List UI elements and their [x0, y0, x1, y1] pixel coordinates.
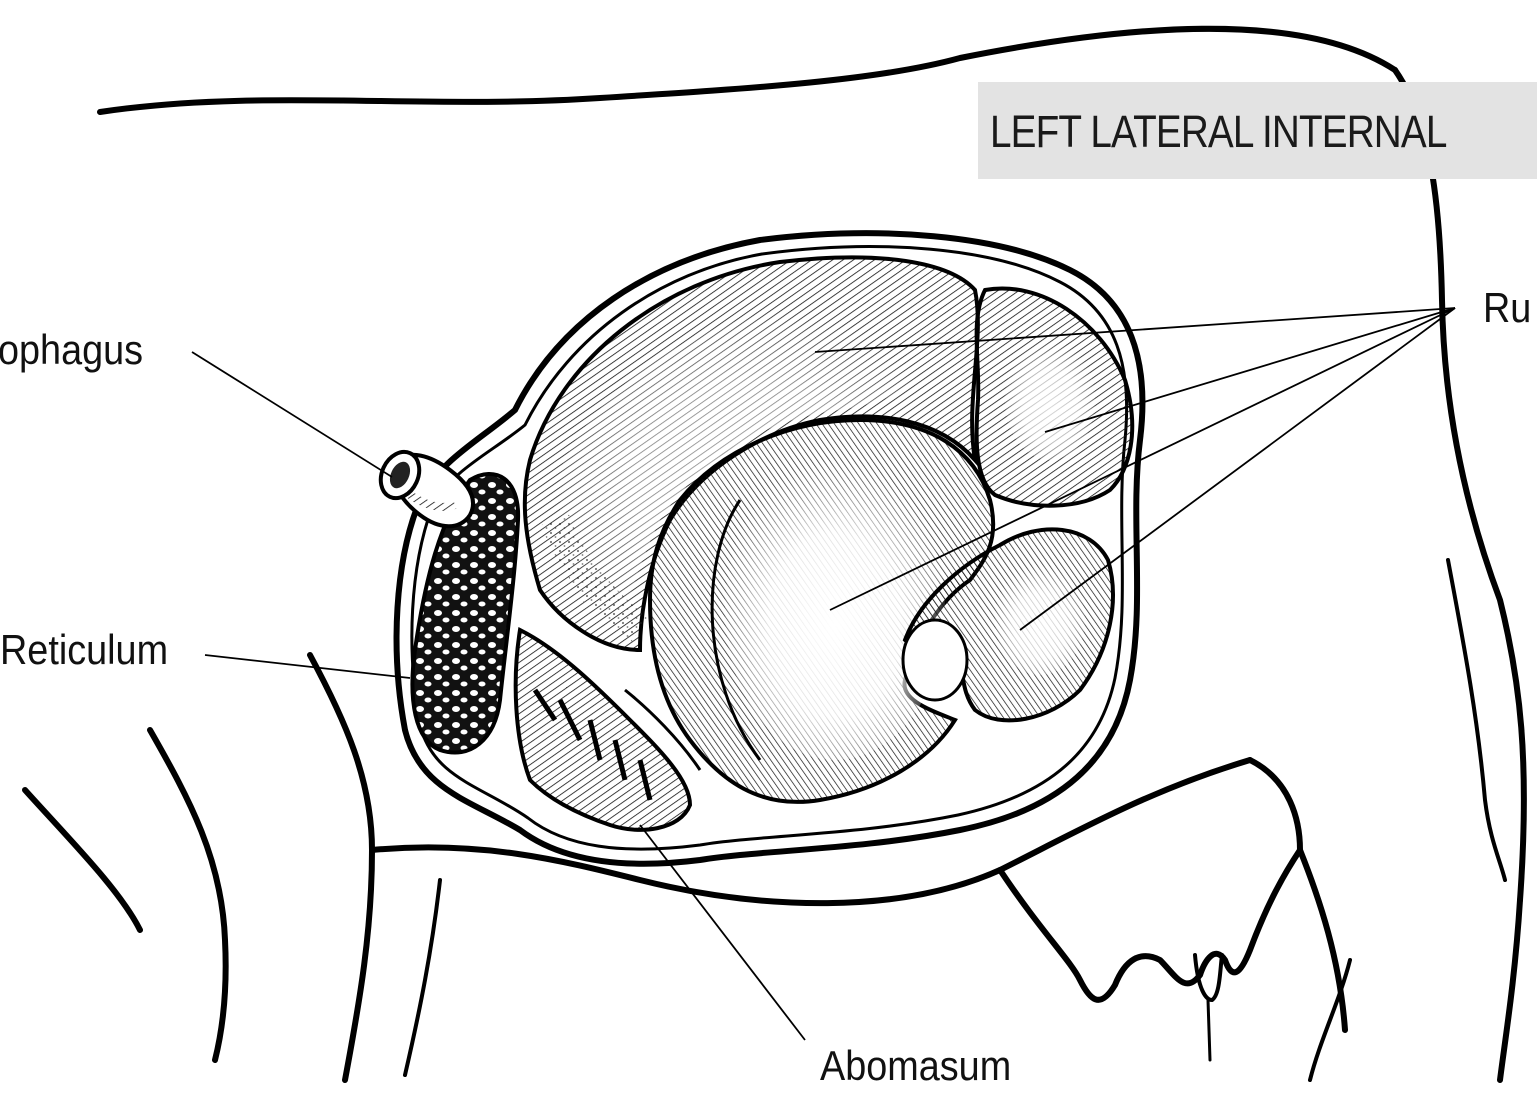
front-leg-3	[25, 790, 140, 930]
udder	[1000, 850, 1300, 1000]
tail-strand	[1448, 560, 1505, 880]
label-esophagus: ophagus	[0, 326, 143, 374]
label-rumen: Ru	[1483, 284, 1531, 332]
front-leg-2	[150, 730, 226, 1060]
front-leg-4	[405, 880, 440, 1075]
leader-esophagus	[192, 352, 392, 477]
label-abomasum: Abomasum	[820, 1042, 1011, 1090]
teat-stem	[1208, 1000, 1210, 1060]
tail-line	[1500, 900, 1520, 1080]
leader-reticulum	[205, 655, 410, 678]
front-leg-1	[310, 655, 372, 1080]
diagram-title: LEFT LATERAL INTERNAL	[990, 106, 1447, 158]
hip-line	[1395, 70, 1524, 900]
label-reticulum: Reticulum	[0, 626, 168, 674]
hind-leg	[1250, 760, 1345, 1030]
